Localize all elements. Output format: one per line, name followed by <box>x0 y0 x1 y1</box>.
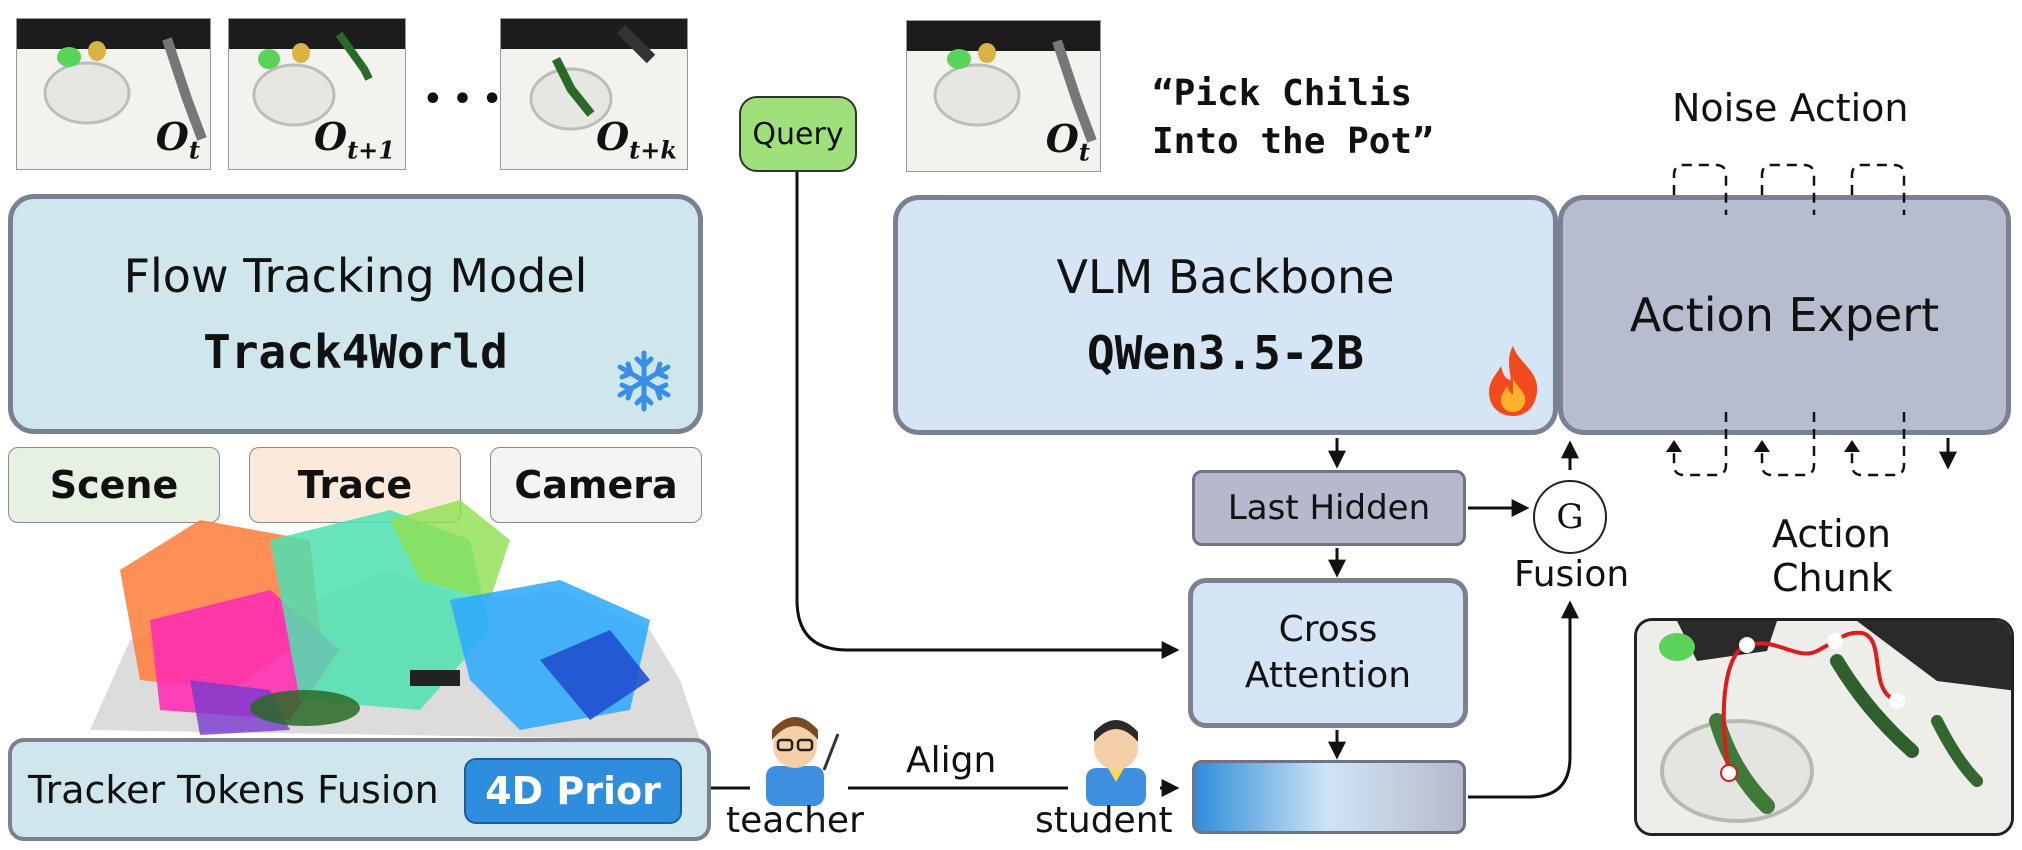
align-label: Align <box>906 740 997 781</box>
vlm-name: VLM Backbone <box>1056 250 1395 304</box>
observation-label-t: Ot <box>155 114 200 165</box>
snowflake-icon <box>617 350 671 412</box>
camera-tag: Camera <box>490 447 702 523</box>
instruction-text: “Pick Chilis Into the Pot” <box>1152 70 1434 166</box>
noise-action-label: Noise Action <box>1672 86 1909 130</box>
student-icon <box>1086 720 1146 806</box>
observation-image-t: Ot <box>16 18 211 170</box>
observation-label-tk: Ot+k <box>596 114 677 165</box>
cross-attention-line-1: Cross <box>1278 609 1378 650</box>
cross-attention-line-2: Attention <box>1244 655 1412 696</box>
last-hidden-box: Last Hidden <box>1192 470 1466 546</box>
teacher-label: teacher <box>726 800 864 841</box>
observation-image-current: Ot <box>906 20 1101 172</box>
vlm-backbone-box: VLM Backbone QWen3.5-2B <box>893 195 1558 435</box>
student-tokens-box <box>1192 760 1466 834</box>
flow-tracking-model-box: Flow Tracking Model Track4World <box>8 194 703 434</box>
action-expert-box: Action Expert <box>1558 195 2011 435</box>
fusion-label: Fusion <box>1514 554 1630 595</box>
trajectory-result-image <box>1634 618 2014 836</box>
flow-model-name: Flow Tracking Model <box>123 249 588 303</box>
observation-label-t1: Ot+1 <box>313 114 395 165</box>
student-label: student <box>1035 800 1173 841</box>
instruction-line-1: “Pick Chilis <box>1152 73 1413 114</box>
tracker-tokens-fusion-label: Tracker Tokens Fusion <box>28 768 439 812</box>
observation-label-current: Ot <box>1045 116 1090 167</box>
cross-attention-box: Cross Attention <box>1188 578 1468 728</box>
action-chunk-label: Action Chunk <box>1772 512 1893 600</box>
action-expert-label: Action Expert <box>1629 288 1940 342</box>
observation-image-tk: Ot+k <box>500 18 688 170</box>
fusion-gate-symbol: G <box>1556 497 1584 537</box>
ellipsis: • • • <box>423 82 502 117</box>
query-box: Query <box>739 96 857 172</box>
observation-image-t1: Ot+1 <box>228 18 406 170</box>
vlm-id: QWen3.5-2B <box>1087 326 1364 380</box>
fusion-gate-icon: G <box>1533 480 1607 554</box>
flow-model-id: Track4World <box>203 325 508 379</box>
scene-reconstruction-image <box>90 500 700 740</box>
fire-icon <box>1489 346 1538 416</box>
teacher-icon <box>766 717 840 806</box>
tracker-tokens-fusion-box: Tracker Tokens Fusion 4D Prior <box>8 738 711 841</box>
4d-prior-badge: 4D Prior <box>464 758 682 824</box>
scene-tag: Scene <box>8 447 220 523</box>
instruction-line-2: Into the Pot” <box>1152 121 1434 162</box>
